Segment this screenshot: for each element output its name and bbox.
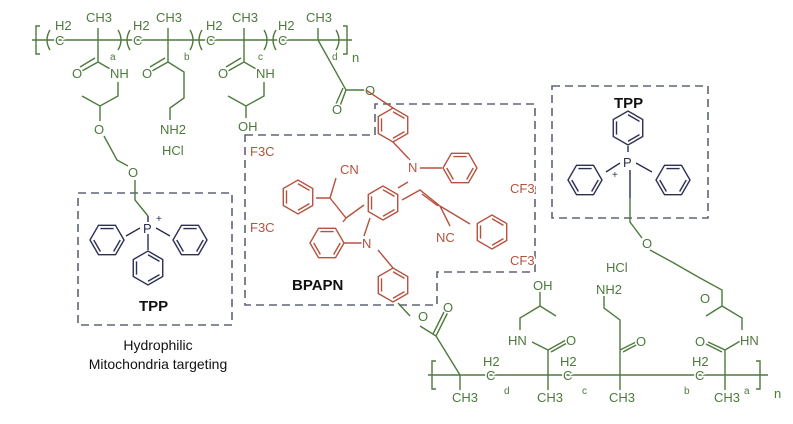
subscript-b: b <box>684 386 690 397</box>
caption-mitochondria-targeting: Mitochondria targeting <box>89 356 228 372</box>
atom-label: C <box>695 368 704 383</box>
atom-label: O <box>218 66 228 81</box>
atom-label: O <box>142 66 152 81</box>
benzene-rings <box>89 107 691 303</box>
bpapn-label: BPAPN <box>292 277 343 294</box>
atom-label: NH <box>256 66 275 81</box>
subscript-n: n <box>774 386 781 401</box>
atom-label: CH3 <box>537 390 563 405</box>
atom-label: NC <box>436 230 455 245</box>
atom-label: C <box>133 33 142 48</box>
atom-label: CF3 <box>510 253 535 268</box>
atom-label: H2 <box>483 354 500 369</box>
atom-label: C <box>486 368 495 383</box>
atom-label: CF3 <box>510 181 535 196</box>
caption-hydrophilic: Hydrophilic <box>123 337 192 353</box>
benzene-ring <box>476 214 508 250</box>
atom-label: O <box>636 334 646 349</box>
atom-label: NH2 <box>160 122 186 137</box>
atom-label: O <box>72 66 82 81</box>
atom-label: O <box>566 333 576 348</box>
benzene-ring <box>282 179 314 215</box>
hcl-label: HCl <box>606 260 628 275</box>
atom-label: HN <box>740 333 759 348</box>
subscript-d: d <box>504 386 510 397</box>
atom-label: N <box>362 236 371 251</box>
charge-plus: + <box>612 170 618 181</box>
atom-label: CH3 <box>306 10 332 25</box>
atom-label: CN <box>340 162 359 177</box>
benzene-ring <box>132 250 164 286</box>
atom-label: CH3 <box>609 390 635 405</box>
atom-label: CH3 <box>86 10 112 25</box>
benzene-ring <box>612 110 644 146</box>
atom-label: HN <box>508 333 527 348</box>
charge-plus: + <box>156 214 162 225</box>
atom-label: O <box>128 165 138 180</box>
subscript-a: a <box>744 386 750 397</box>
atom-label: C <box>278 33 287 48</box>
atom-label: H2 <box>133 18 150 33</box>
atom-label: H2 <box>692 354 709 369</box>
atom-label: O <box>642 236 652 251</box>
subscript-c: c <box>258 52 263 63</box>
subscript-d: d <box>332 52 338 63</box>
atom-label: OH <box>238 119 258 134</box>
atom-label: H2 <box>206 18 223 33</box>
bpapn-box <box>244 103 536 306</box>
subscript-c: c <box>582 386 587 397</box>
benzene-ring <box>377 107 409 143</box>
atom-label: CH3 <box>232 10 258 25</box>
benzene-ring <box>442 152 478 184</box>
tpp-left-label: TPP <box>139 298 168 315</box>
bottom-polymer-labels: O O CH3 H2 C d CH3 H2 C c CH3 H2 C b CH3… <box>417 235 783 407</box>
atom-label: F3C <box>250 144 275 159</box>
subscript-n: n <box>352 50 359 65</box>
benzene-ring <box>367 185 399 221</box>
benzene-ring <box>567 164 603 196</box>
benzene-ring <box>172 224 208 256</box>
atom-label: O <box>418 309 428 324</box>
atom-label: C <box>55 33 64 48</box>
benzene-ring <box>655 164 691 196</box>
subscript-b: b <box>184 52 190 63</box>
subscript-a: a <box>110 52 116 63</box>
atom-label: NH <box>110 66 129 81</box>
benzene-ring <box>309 227 345 259</box>
atom-label: C <box>206 33 215 48</box>
hcl-label: HCl <box>162 143 184 158</box>
atom-label: H2 <box>560 354 577 369</box>
atom-label: C <box>563 368 572 383</box>
bpapn-bonds <box>316 89 471 269</box>
atom-label: CH3 <box>714 390 740 405</box>
benzene-ring <box>89 224 125 256</box>
atom-label: OH <box>533 278 553 293</box>
atom-label: NH2 <box>596 282 622 297</box>
top-polymer-bonds <box>32 25 366 217</box>
tpp-right-bonds <box>605 146 653 198</box>
atom-label: O <box>443 300 453 315</box>
tpp-left-bonds <box>125 216 171 250</box>
bpapn-labels: N N CN NC F3C F3C CF3 CF3 <box>249 143 537 270</box>
atom-label: CH3 <box>156 10 182 25</box>
atom-label: O <box>94 122 104 137</box>
bottom-polymer-bonds <box>397 198 768 390</box>
atom-label: F3C <box>250 220 275 235</box>
phosphorus-label: P <box>623 155 632 170</box>
atom-label: O <box>332 102 342 117</box>
top-polymer-labels: H2 C CH3 a H2 C CH3 b H2 C CH3 c H2 C CH… <box>54 9 377 182</box>
tpp-right-label: TPP <box>614 95 643 112</box>
benzene-ring <box>377 267 409 303</box>
atom-label: O <box>700 291 710 306</box>
atom-label: CH3 <box>452 390 478 405</box>
atom-label: N <box>408 160 417 175</box>
atom-label: H2 <box>278 18 295 33</box>
phosphorus-label: P <box>143 221 152 236</box>
atom-label: O <box>695 334 705 349</box>
atom-label: H2 <box>55 18 72 33</box>
